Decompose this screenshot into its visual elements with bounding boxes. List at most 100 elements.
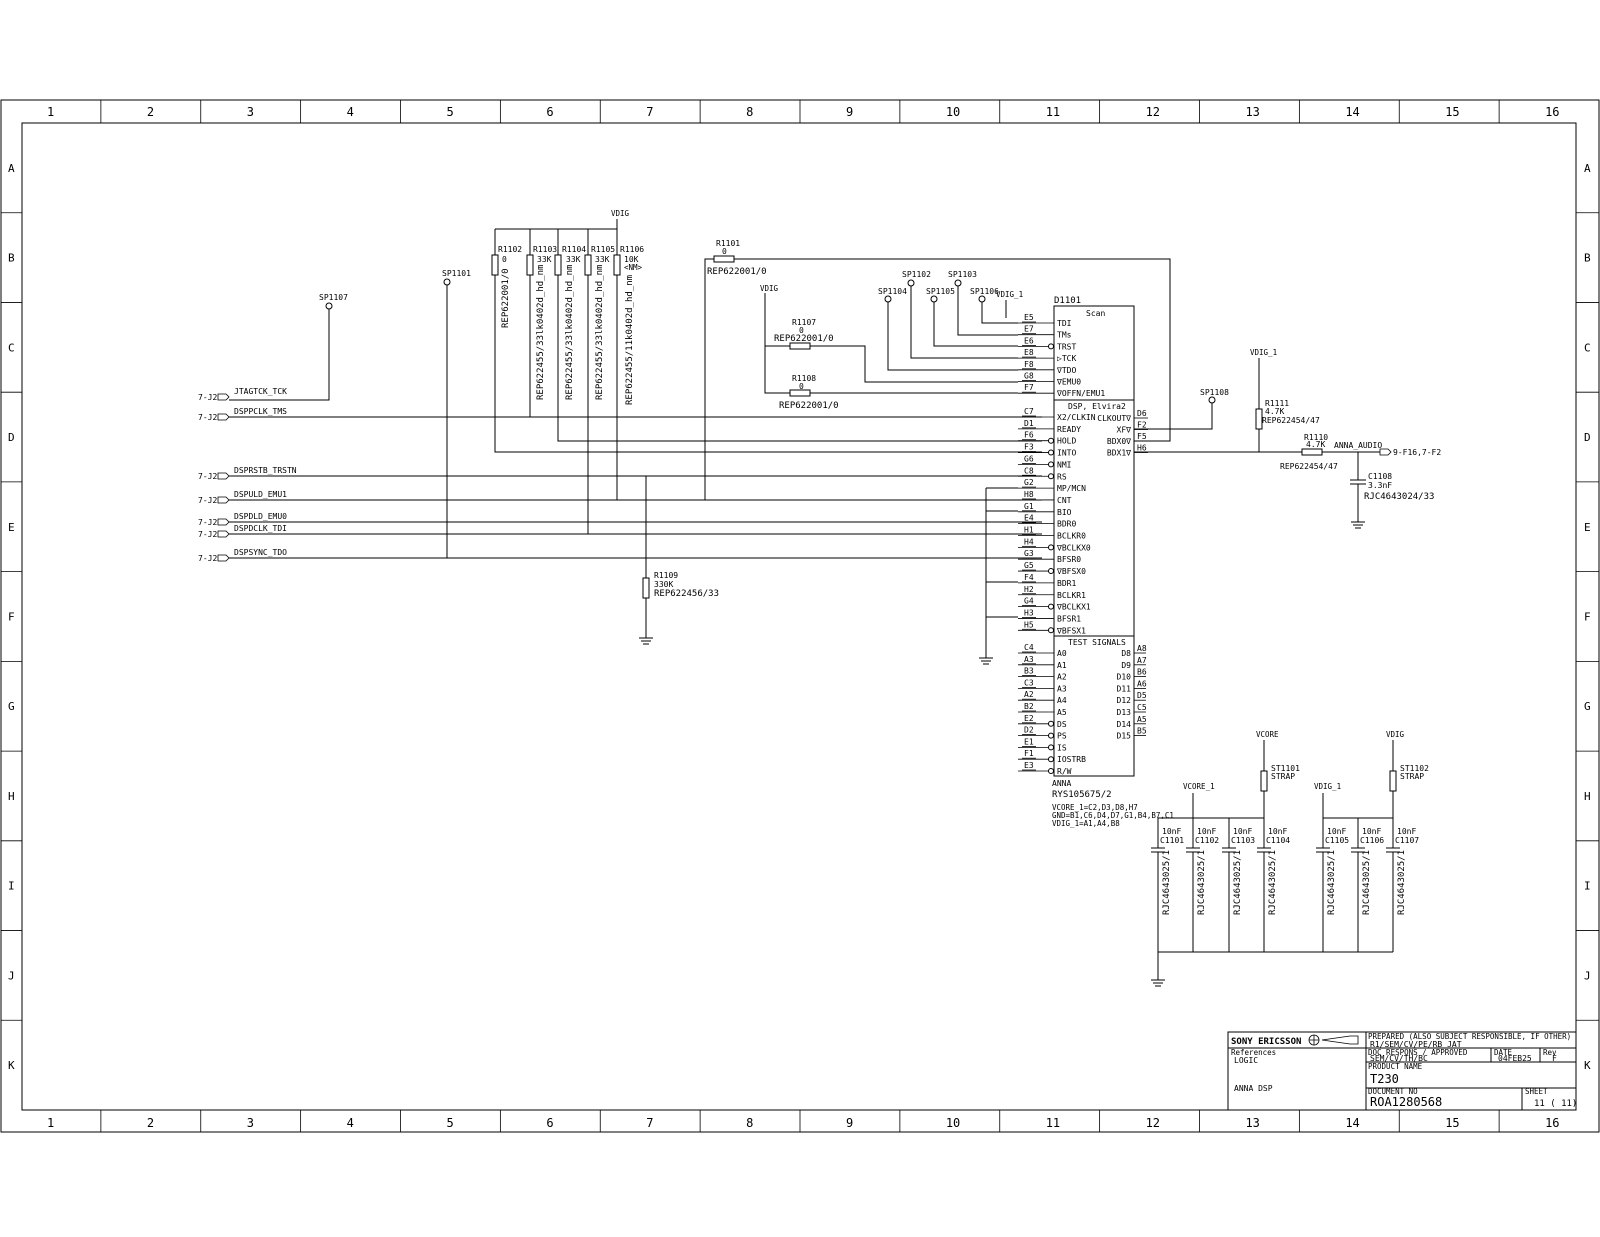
- pin-ball: F8: [1024, 360, 1034, 369]
- pin-name: BIO: [1057, 508, 1072, 517]
- pin-bubble: [1048, 627, 1054, 634]
- pin-name: BDR1: [1057, 579, 1076, 588]
- pin-name: D8: [1121, 649, 1131, 658]
- pin-ball: E8: [1024, 348, 1034, 357]
- resistor-ref: R1110: [1304, 433, 1328, 442]
- column-label: 7: [646, 105, 653, 119]
- pin-name: A1: [1057, 661, 1067, 670]
- pin-ball: E1: [1024, 737, 1034, 746]
- testpoint-label: SP1101: [442, 269, 471, 278]
- resistor-value: 33K: [537, 255, 552, 264]
- resistor-part: REP622455/11k0402d_hd_nm: [625, 275, 635, 405]
- pin-name: BDX1∇: [1107, 449, 1131, 458]
- port-arrow: [217, 496, 230, 504]
- pin-ball: F4: [1024, 573, 1034, 582]
- pin-ball: E2: [1024, 714, 1034, 723]
- pin-name: CLKOUT∇: [1097, 414, 1131, 423]
- row-label: A: [1584, 162, 1591, 175]
- pin-ball: H8: [1024, 490, 1034, 499]
- port-arrow: [217, 530, 230, 538]
- power-note: GND=B1,C6,D4,D7,G1,B4,B7,C1: [1052, 811, 1174, 820]
- pin-name: INTO: [1057, 449, 1076, 458]
- power-note: VDIG_1=A1,A4,B8: [1052, 819, 1120, 828]
- port-row: 7-J2 JTAGTCK_TCK: [198, 387, 287, 402]
- pin-ball: A5: [1137, 715, 1147, 724]
- sheet-title: ANNA DSP: [1234, 1084, 1273, 1093]
- net-label: ANNA_AUDIO: [1334, 441, 1382, 450]
- pin-ball: G6: [1024, 454, 1034, 463]
- row-label: E: [8, 521, 15, 534]
- cap-part: RJC4643025/1: [1197, 850, 1207, 915]
- resistor-value: 0: [799, 382, 804, 391]
- pin-name: BFSR1: [1057, 614, 1081, 623]
- strap-label: STRAP: [1400, 772, 1424, 781]
- pin-name: TRST: [1057, 342, 1076, 351]
- pin-name: D14: [1117, 720, 1132, 729]
- row-label: B: [8, 252, 15, 265]
- pin-ball: D5: [1137, 691, 1147, 700]
- resistor-part: REP622454/47: [1262, 416, 1320, 425]
- pin-ball: A7: [1137, 656, 1147, 665]
- pin-bubble: [1048, 768, 1054, 774]
- column-label: 10: [946, 1116, 960, 1130]
- pin-ball: E5: [1024, 313, 1034, 322]
- pin-name: ∇BCLKX1: [1056, 603, 1091, 612]
- resistor-ref: R1107: [792, 318, 816, 327]
- company-logo-icon: [1308, 1034, 1359, 1046]
- row-label: H: [8, 790, 15, 803]
- column-label: 9: [846, 1116, 853, 1130]
- resistor-ref: R1104: [562, 245, 586, 254]
- pin-ball: G3: [1024, 549, 1034, 558]
- pin-name: D11: [1117, 684, 1132, 693]
- column-label: 15: [1445, 105, 1459, 119]
- pin-ball: C5: [1137, 703, 1147, 712]
- column-label: 5: [446, 105, 453, 119]
- pin-bubble: [1048, 343, 1054, 350]
- column-label: 9: [846, 105, 853, 119]
- pin-ball: F5: [1137, 432, 1147, 441]
- audio-output: ANNA_AUDIO 9-F16,7-F2 R1110 4.7K REP6224…: [1134, 348, 1441, 529]
- testpoint-label: SP1105: [926, 287, 955, 296]
- rail-label: VDIG: [611, 209, 630, 218]
- pin-name: BDR0: [1057, 520, 1076, 529]
- column-label: 14: [1345, 105, 1359, 119]
- row-label: K: [1584, 1059, 1591, 1072]
- resistor-ref: R1102: [498, 245, 522, 254]
- pin-bubble: [1048, 544, 1054, 551]
- pin-ball: A3: [1024, 655, 1034, 664]
- pin-ball: G1: [1024, 502, 1034, 511]
- pin-ball: E3: [1024, 761, 1034, 770]
- resistor-r1109: R1109 330K REP622456/33: [639, 476, 719, 645]
- column-label: 4: [347, 1116, 354, 1130]
- port-ref: 7-J2: [198, 472, 217, 481]
- prepared-value: R1/SEM/CV/PE/RB JAT: [1370, 1040, 1462, 1049]
- cap-value: 10nF: [1197, 827, 1216, 836]
- pin-ball: B5: [1137, 727, 1147, 736]
- port-row: 7-J2 DSPULD_EMU1: [198, 490, 287, 505]
- column-label: 16: [1545, 1116, 1559, 1130]
- port-row: 7-J2 DSPDLD_EMU0: [198, 512, 287, 527]
- port-row: 7-J2 DSPPCLK_TMS: [198, 407, 287, 422]
- cap-ref: C1102: [1195, 836, 1219, 845]
- pin-name: IS: [1057, 743, 1067, 752]
- row-label: J: [8, 969, 15, 982]
- column-label: 2: [147, 1116, 154, 1130]
- column-label: 6: [546, 105, 553, 119]
- cap-ref: C1107: [1395, 836, 1419, 845]
- row-label: H: [1584, 790, 1591, 803]
- pin-name: HOLD: [1057, 437, 1076, 446]
- pin-ball: F3: [1024, 443, 1034, 452]
- signal-wires: [229, 309, 1042, 559]
- testpoint-label: SP1102: [902, 270, 931, 279]
- prepared-label: PREPARED (ALSO SUBJECT RESPONSIBLE, IF O…: [1368, 1032, 1571, 1041]
- pin-name: A3: [1057, 684, 1067, 693]
- resistor-part: REP622456/33: [654, 589, 719, 599]
- port-ref: 7-J2: [198, 496, 217, 505]
- resistor-value: 33K: [566, 255, 581, 264]
- row-label: G: [1584, 700, 1591, 713]
- pin-name: D10: [1117, 673, 1132, 682]
- pin-name: NMI: [1057, 460, 1072, 469]
- title-block: SONY ERICSSON PREPARED (ALSO SUBJECT RES…: [1227, 1031, 1577, 1111]
- column-label: 8: [746, 105, 753, 119]
